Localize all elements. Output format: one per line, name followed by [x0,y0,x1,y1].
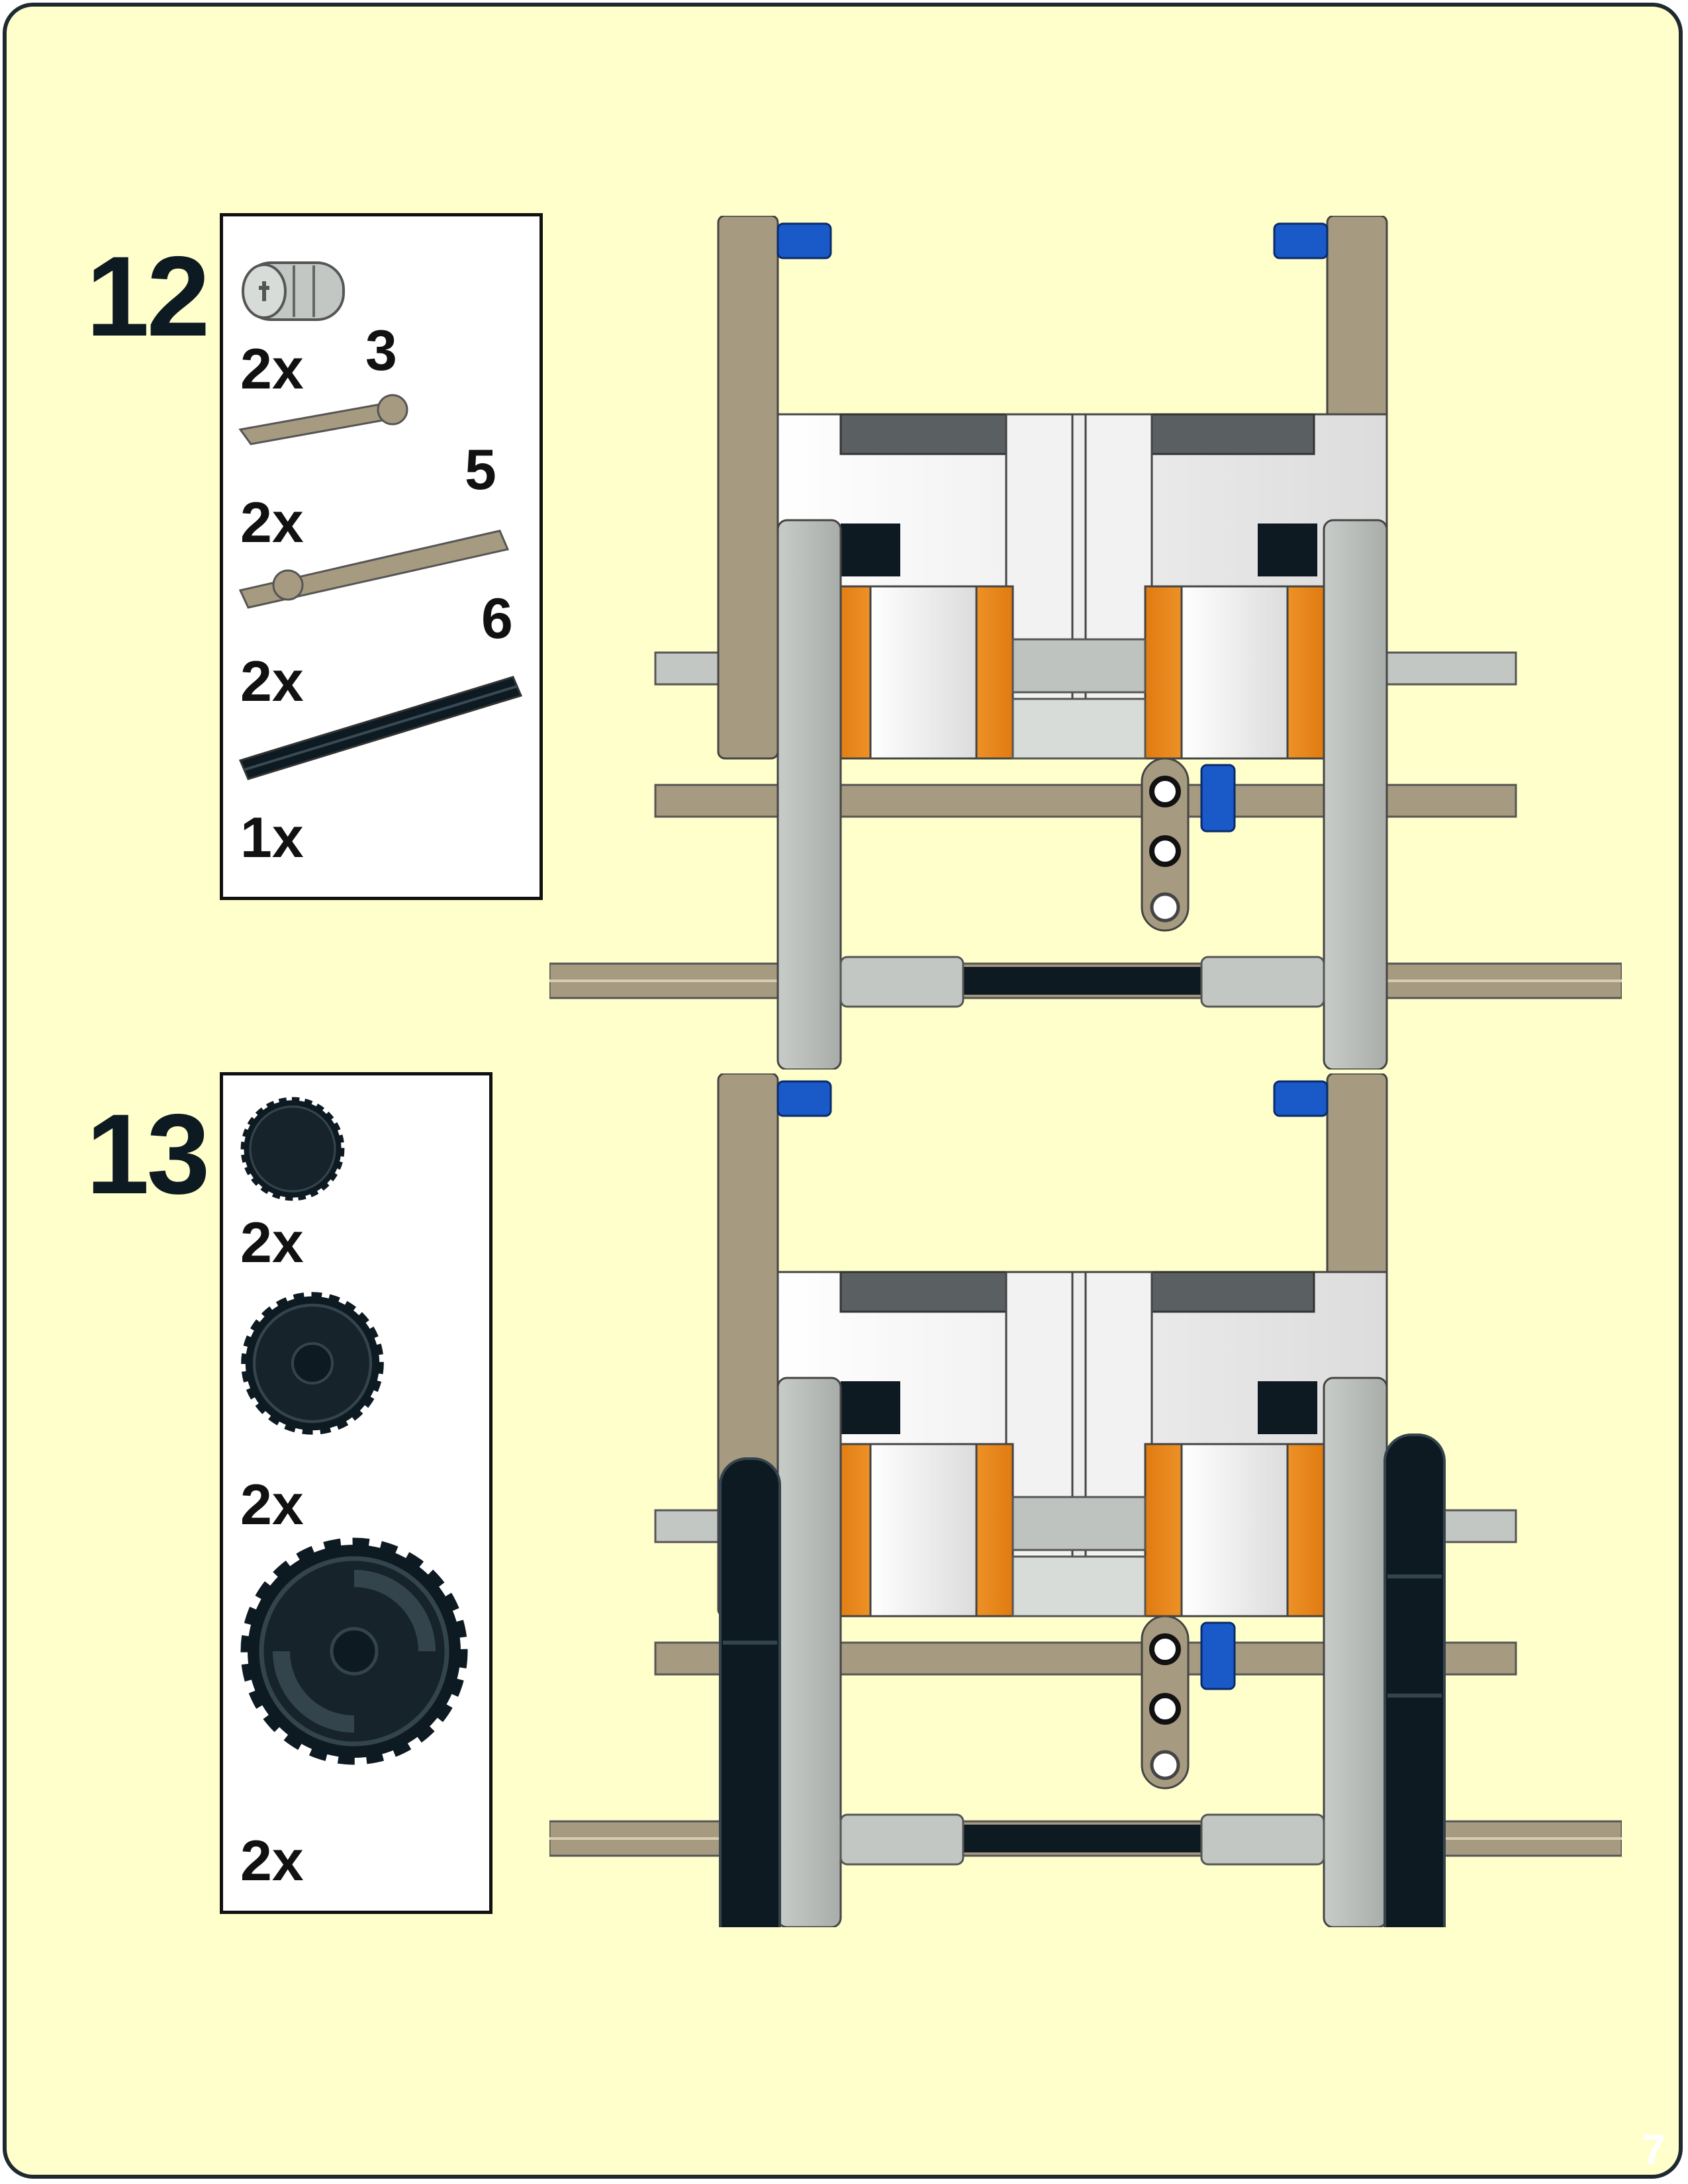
step-number-12: 12 [86,233,210,360]
part-qty: 2x [240,1211,304,1275]
instruction-page: 12 2x 3 2x 5 2x 6 1x 1 [3,3,1683,2179]
gear-40-tooth-icon [235,1532,473,1770]
page-number: 7 [1642,2126,1665,2173]
part-qty: 2x [240,650,304,713]
part-length: 3 [365,319,397,383]
axle-pin-icon [238,394,408,445]
step-number-13: 13 [86,1091,210,1218]
gear-16-tooth-icon [236,1093,349,1205]
part-length: 5 [465,438,496,502]
axle-connector-icon [242,261,345,321]
model-step-12 [549,216,1622,1069]
part-qty: 2x [240,1473,304,1537]
axle-pin-icon [238,529,510,609]
part-qty: 2x [240,338,304,401]
parts-callout-step-13: 2x 2x 2x [220,1072,492,1914]
part-qty: 2x [240,1829,304,1893]
part-length: 6 [481,587,513,651]
model-step-13 [549,1073,1622,1927]
part-qty: 1x [240,806,304,870]
gear-24-tooth-icon [236,1287,389,1439]
axle-icon [238,676,523,780]
parts-callout-step-12: 2x 3 2x 5 2x 6 1x [220,213,543,900]
part-qty: 2x [240,491,304,555]
